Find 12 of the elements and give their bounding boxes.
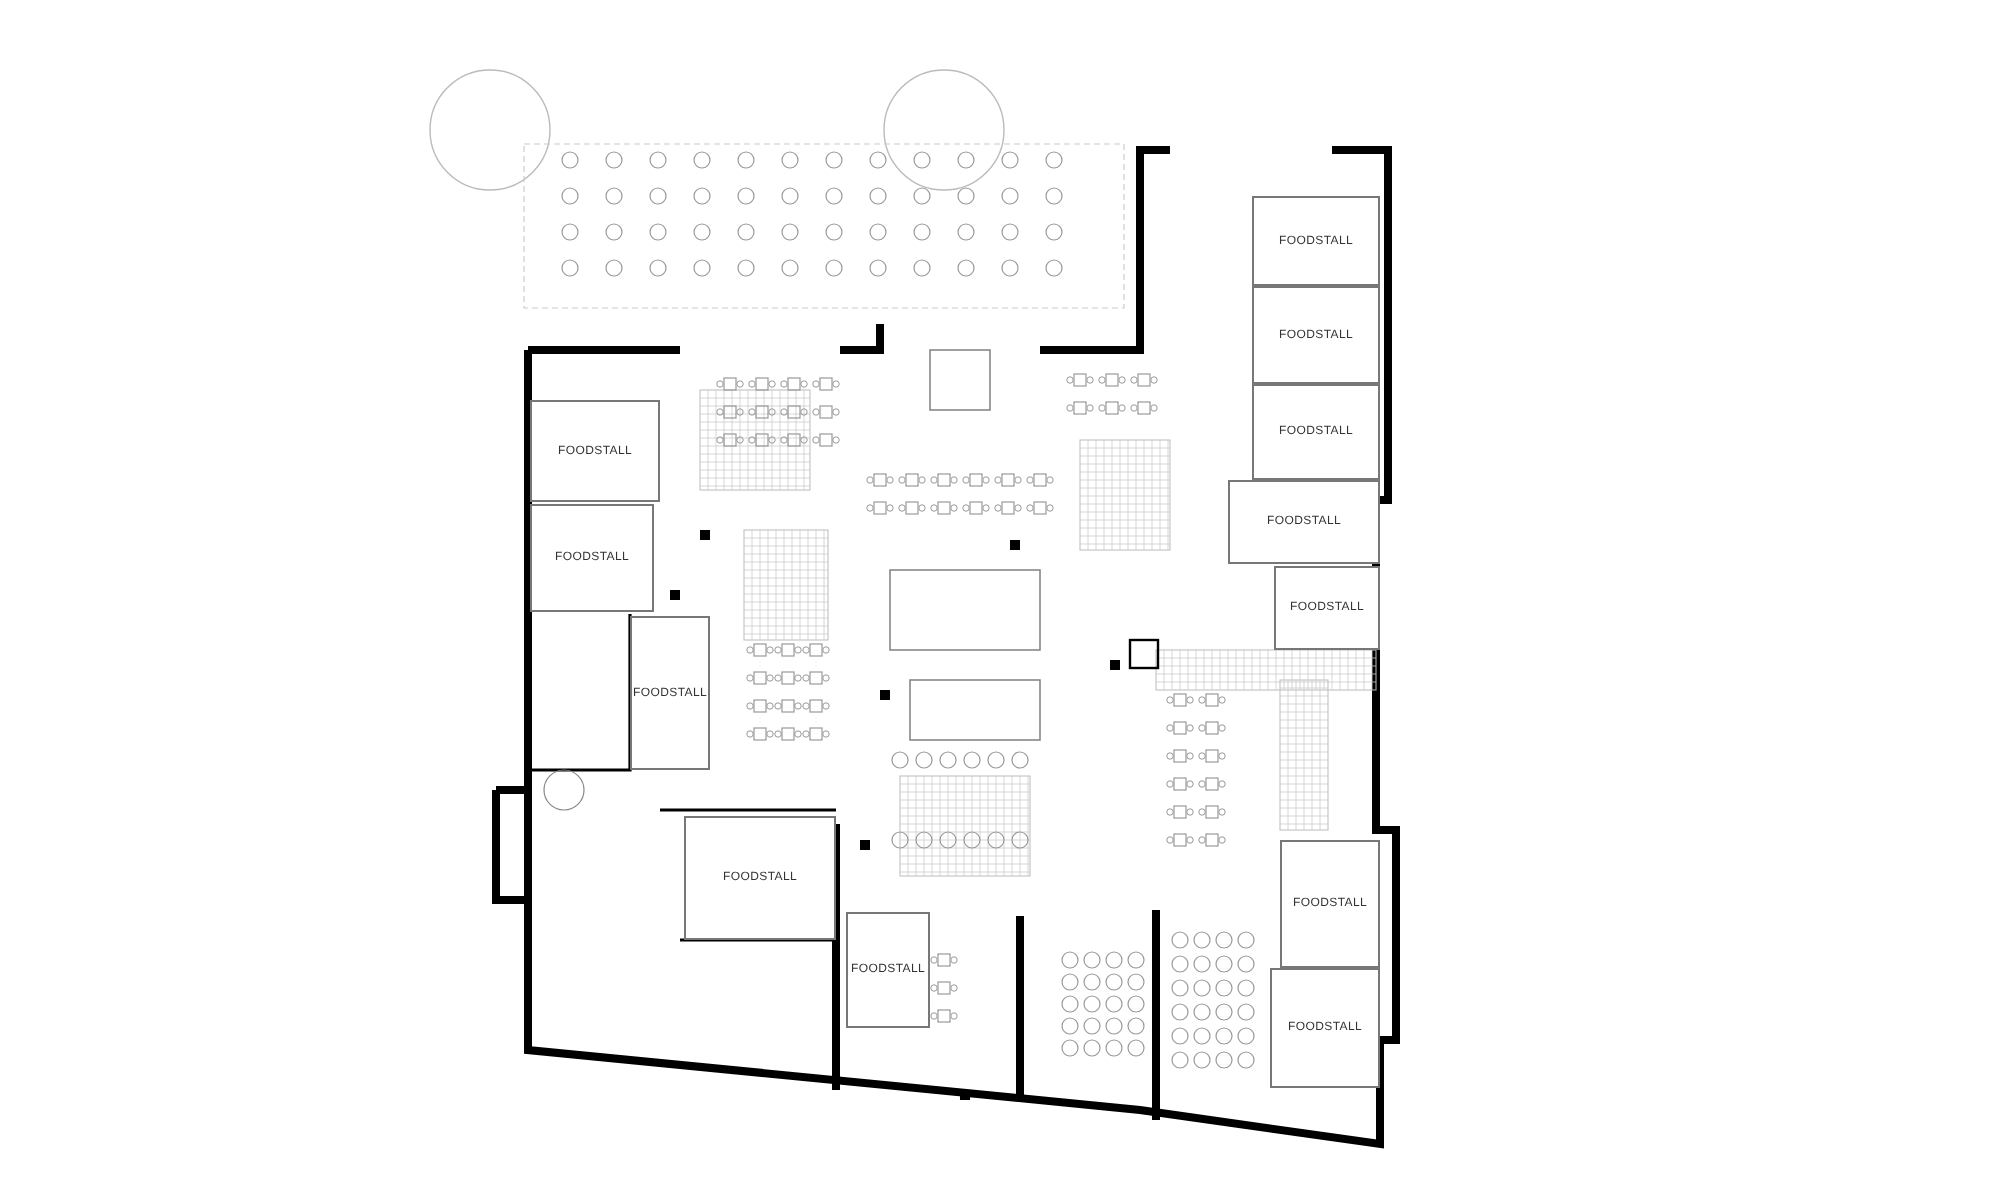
food-stall-room [1252, 286, 1380, 384]
food-stall-room [1252, 196, 1380, 286]
food-stall-room [1270, 968, 1380, 1088]
food-stall-room [1252, 384, 1380, 480]
food-stall-room [530, 504, 654, 612]
food-stall-room [530, 400, 660, 502]
food-stall-room [846, 912, 930, 1028]
food-stall-room [630, 616, 710, 770]
food-stall-room [684, 816, 836, 940]
food-stall-room [1274, 566, 1380, 650]
food-stall-room [1228, 480, 1380, 564]
food-stall-room [1280, 840, 1380, 968]
